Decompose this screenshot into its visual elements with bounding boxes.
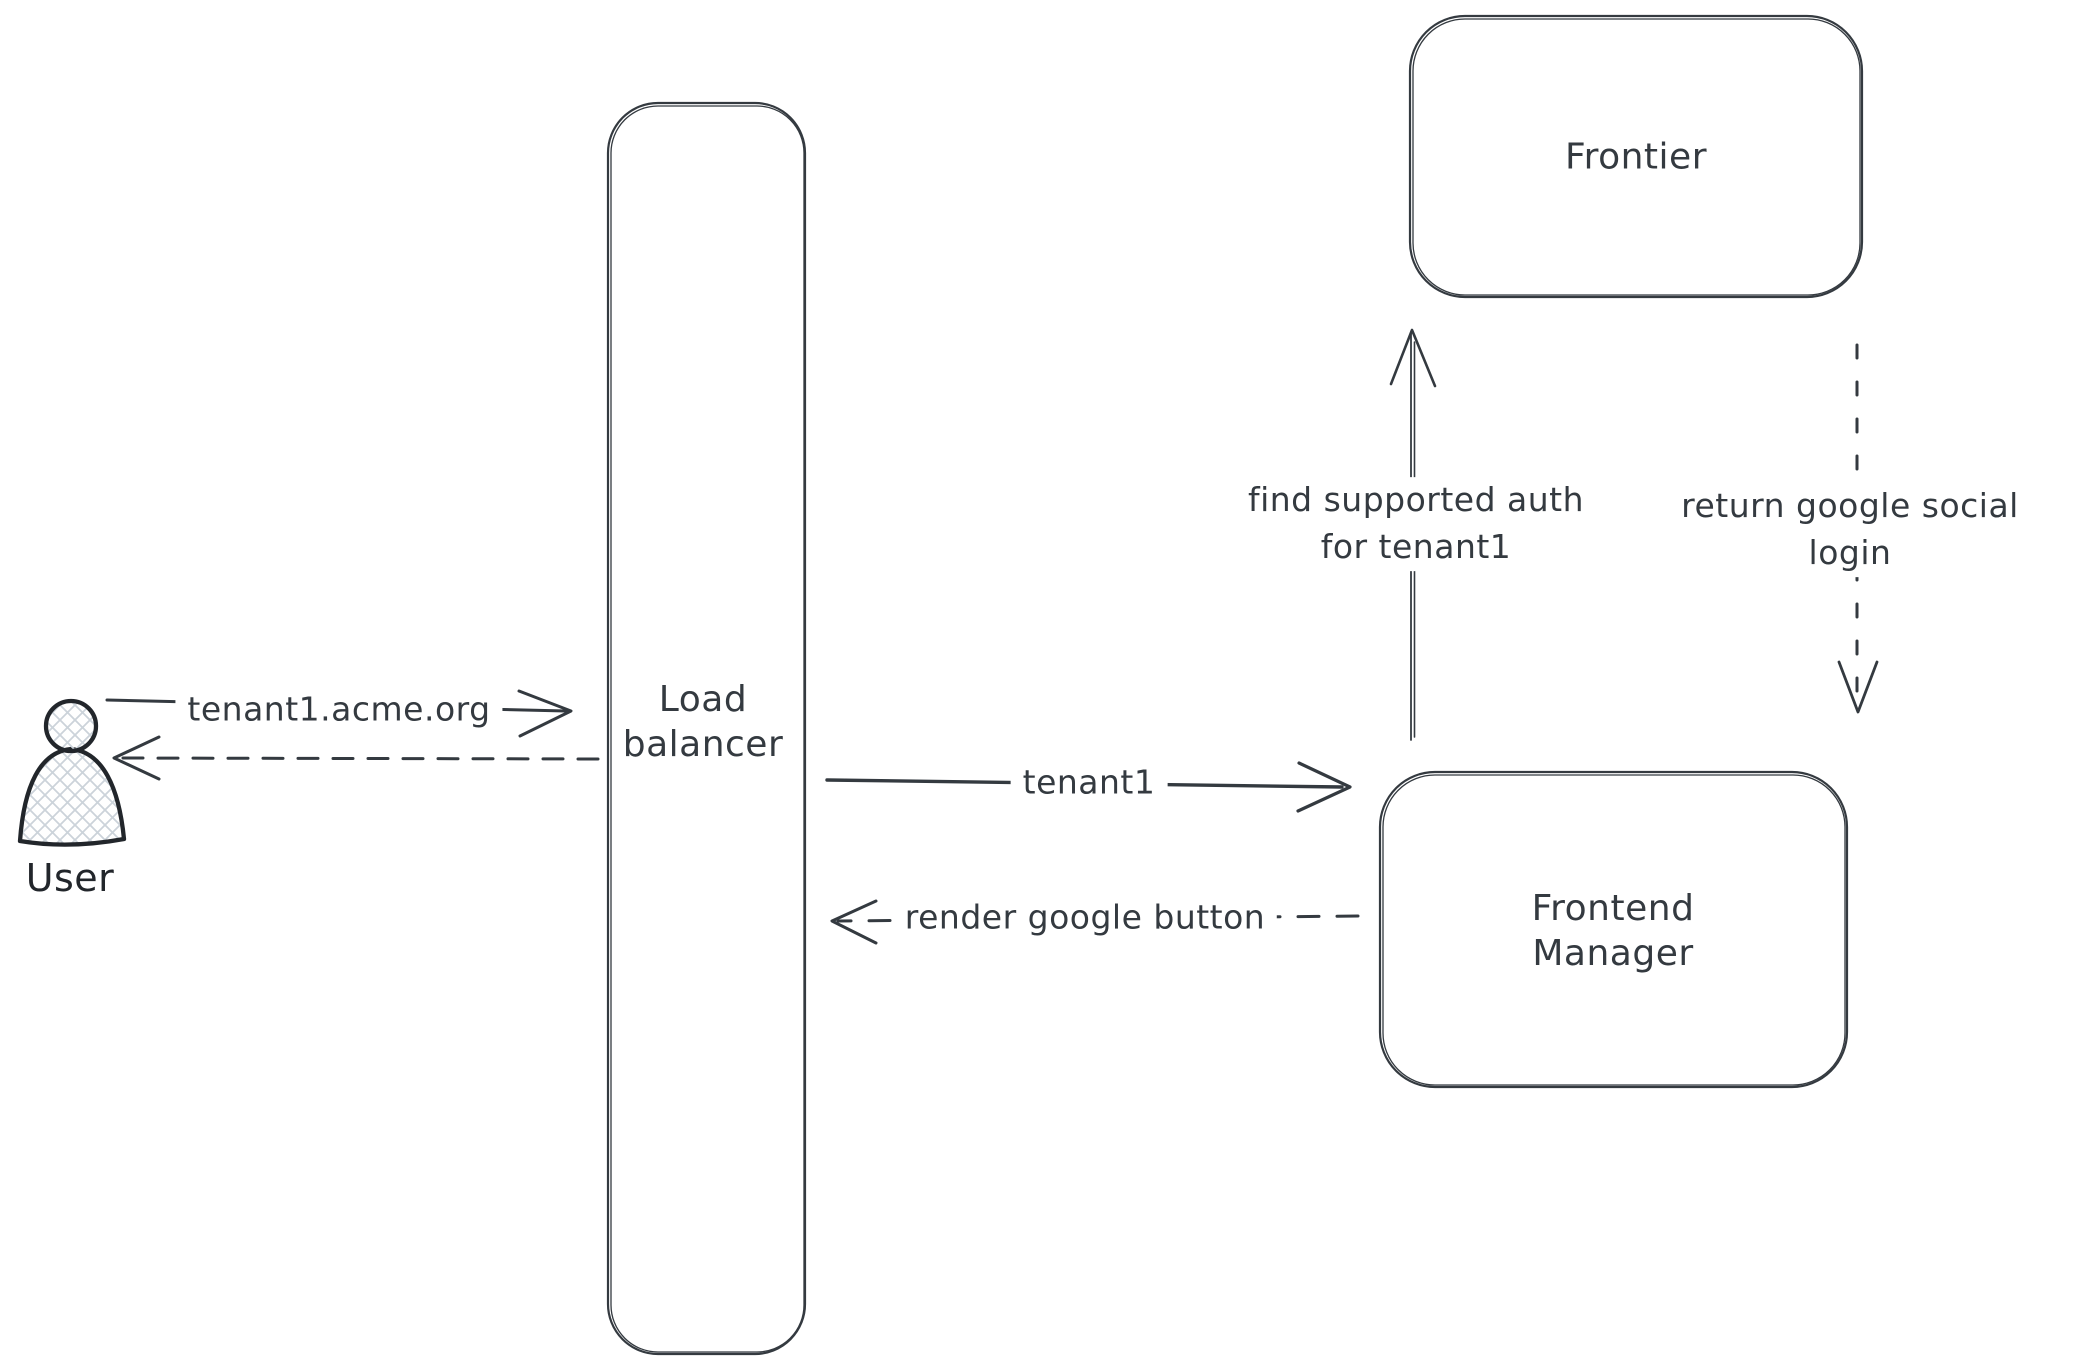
edge-label-render-google-button: render google button <box>892 894 1278 942</box>
edge-label-return-google-social-login-line2: login <box>1808 533 1892 572</box>
edge-label-return-google-social-login: return google social login <box>1669 483 2031 577</box>
edge-label-find-supported-auth: find supported auth for tenant1 <box>1235 477 1597 571</box>
user-label: User <box>25 856 115 900</box>
edge-label-tenant1-acme-org: tenant1.acme.org <box>175 686 503 734</box>
edge-label-find-supported-auth-line2: for tenant1 <box>1320 527 1512 566</box>
edge-label-tenant1: tenant1 <box>1010 759 1168 807</box>
frontend-manager-label-line1: Frontend <box>1531 888 1695 929</box>
edge-label-return-google-social-login-line1: return google social <box>1681 486 2019 526</box>
load-balancer-node <box>606 101 807 1356</box>
load-balancer-label-line1: Load <box>658 679 748 720</box>
user-figure <box>17 698 127 847</box>
frontend-manager-label: Frontend Manager <box>1532 886 1695 976</box>
load-balancer-label: Load balancer <box>623 677 784 767</box>
arrow-load-balancer-to-user <box>112 735 600 781</box>
frontend-manager-node <box>1378 770 1849 1089</box>
load-balancer-label-line2: balancer <box>622 724 784 765</box>
frontend-manager-label-line2: Manager <box>1532 933 1694 974</box>
arrow-frontier-to-frontend-manager <box>1837 343 1879 714</box>
frontier-node <box>1408 14 1864 299</box>
frontier-label: Frontier <box>1564 136 1708 178</box>
edge-label-find-supported-auth-line1: find supported auth <box>1247 480 1585 520</box>
